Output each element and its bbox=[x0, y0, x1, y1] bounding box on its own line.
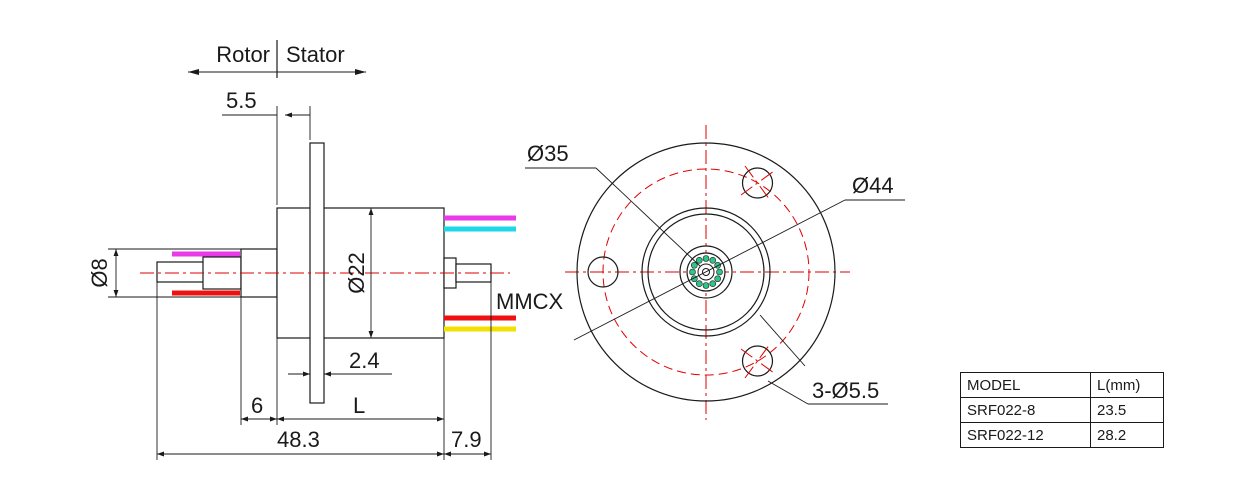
hole-top-centerline-a bbox=[740, 170, 775, 196]
contact-pin bbox=[702, 282, 710, 289]
shaft-tip bbox=[156, 261, 210, 283]
dim-connector-length: 7.9 bbox=[451, 427, 482, 452]
leader-holes bbox=[767, 380, 809, 405]
dim-holes: 3-Ø5.5 bbox=[812, 378, 879, 403]
table-cell-length: 23.5 bbox=[1090, 397, 1164, 423]
table-row: SRF022-8 23.5 bbox=[960, 397, 1164, 423]
hole-bottom-centerline-a bbox=[740, 348, 775, 374]
stator-label: Stator bbox=[286, 42, 345, 67]
contact-pin bbox=[689, 268, 696, 276]
side-view: Rotor Stator 5.5 Ø8 bbox=[87, 40, 564, 460]
dim-outer-dia: Ø44 bbox=[852, 173, 894, 198]
table-header-model: MODEL bbox=[960, 372, 1091, 398]
contact-pin bbox=[695, 280, 703, 287]
dim-flange-thickness: 2.4 bbox=[349, 348, 380, 373]
table-cell-length: 28.2 bbox=[1090, 422, 1164, 448]
contact-pin bbox=[709, 257, 717, 264]
front-view: Ø35 Ø44 3-Ø5.5 bbox=[525, 125, 905, 420]
table-row: SRF022-12 28.2 bbox=[960, 422, 1164, 448]
body-inner-circle bbox=[647, 213, 765, 331]
dim-shaft-dia: Ø8 bbox=[87, 258, 112, 287]
rotor-label: Rotor bbox=[216, 42, 270, 67]
contact-pin bbox=[709, 280, 717, 287]
dim-body-length: L bbox=[353, 393, 365, 418]
contact-pin bbox=[702, 255, 710, 262]
hole-top-centerline-b bbox=[744, 165, 771, 201]
stator-arrow bbox=[355, 69, 366, 75]
table-cell-model: SRF022-8 bbox=[960, 397, 1091, 423]
connector-ring bbox=[679, 245, 733, 299]
table-header-row: MODEL L(mm) bbox=[960, 372, 1164, 398]
pin-array bbox=[689, 255, 723, 289]
body-outer-circle bbox=[641, 207, 771, 337]
dim-flange-offset: 5.5 bbox=[226, 88, 257, 113]
dim-total-length: 48.3 bbox=[277, 427, 320, 452]
mounting-hole-left bbox=[587, 256, 619, 288]
connector-label: MMCX bbox=[496, 289, 564, 314]
table-header-length: L(mm) bbox=[1090, 372, 1164, 398]
contact-pin bbox=[716, 268, 723, 276]
model-table: MODEL L(mm) SRF022-8 23.5 SRF022-12 28.2 bbox=[960, 372, 1164, 448]
hole-bottom-centerline-b bbox=[744, 343, 771, 379]
dim-body-dia: Ø22 bbox=[344, 252, 369, 294]
leader-outer-dia bbox=[573, 199, 846, 341]
dim-shaft-step: 6 bbox=[251, 393, 263, 418]
rotor-arrow bbox=[188, 69, 199, 75]
table-cell-model: SRF022-12 bbox=[960, 422, 1091, 448]
outer-flange-circle bbox=[576, 142, 836, 402]
contact-pin bbox=[714, 275, 721, 283]
contact-pin bbox=[695, 257, 703, 264]
contact-pin bbox=[691, 261, 698, 269]
dim-bolt-circle: Ø35 bbox=[527, 141, 569, 166]
mounting-hole-top bbox=[741, 167, 774, 199]
leader-bolt-circle bbox=[595, 167, 701, 267]
mounting-hole-bottom bbox=[741, 345, 774, 377]
leader-holes-upper bbox=[759, 314, 806, 367]
bolt-circle bbox=[602, 168, 810, 376]
